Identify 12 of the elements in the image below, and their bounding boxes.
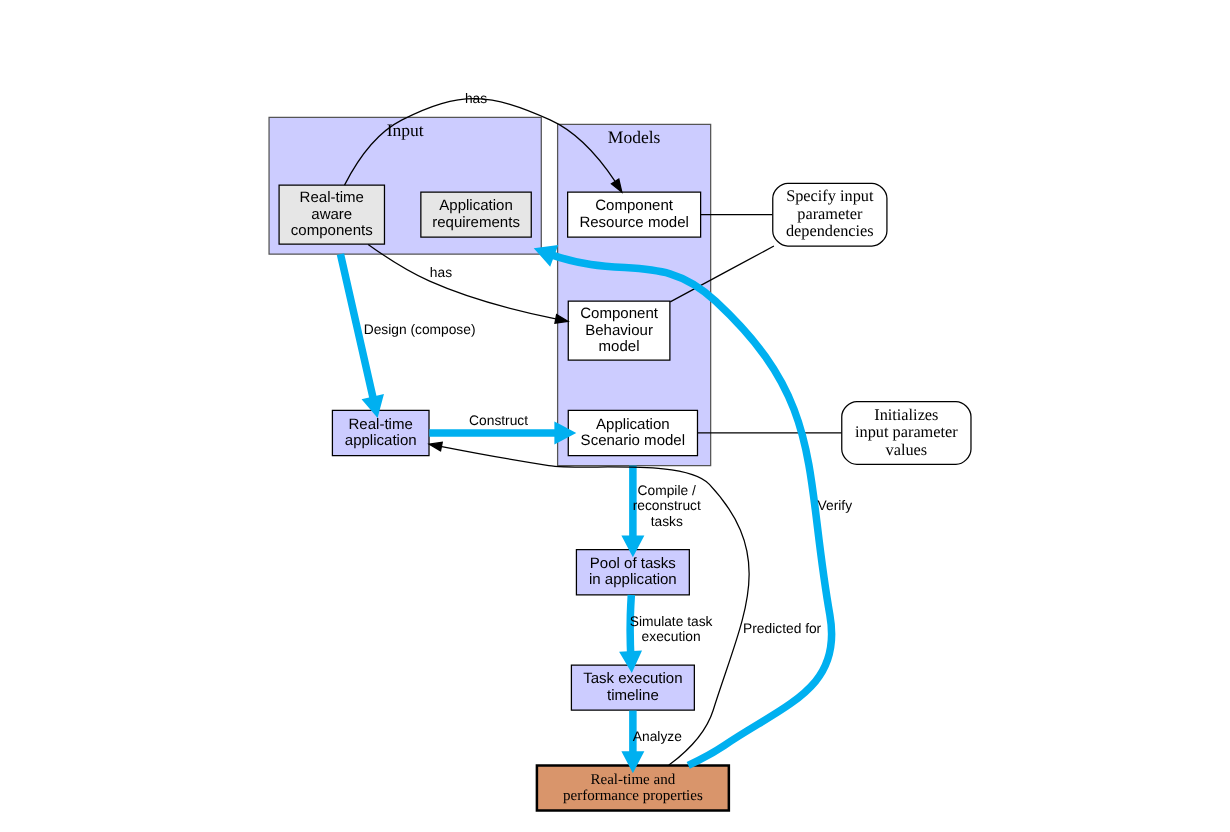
arrow: [336, 253, 384, 418]
arrow: [621, 710, 645, 774]
arrow: [427, 441, 750, 766]
arrow: [619, 594, 643, 673]
arrow: [367, 243, 570, 324]
connector: [696, 432, 843, 434]
connector: [669, 245, 775, 303]
connector: [700, 214, 773, 216]
arrow: [621, 465, 645, 558]
arrow: [343, 98, 623, 194]
arrow: [533, 245, 836, 769]
arrow: [429, 421, 577, 445]
